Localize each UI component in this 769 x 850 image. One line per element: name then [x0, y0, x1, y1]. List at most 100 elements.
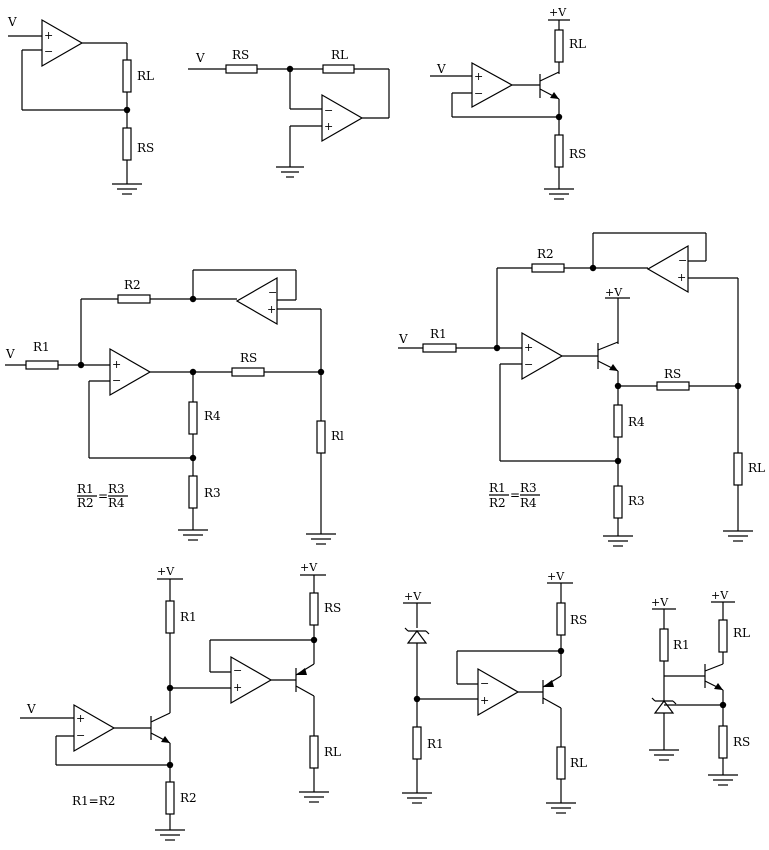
svg-text:RS: RS [232, 48, 249, 62]
svg-text:RL: RL [137, 69, 154, 83]
op-amp [477, 667, 520, 717]
ground-symbol [112, 183, 142, 195]
op-amp [41, 18, 84, 68]
op-amp [73, 703, 116, 753]
resistor-r1 [412, 726, 422, 760]
svg-text:+V: +V [651, 596, 669, 609]
svg-text:R4: R4 [520, 496, 537, 510]
svg-text:V: V [26, 702, 36, 716]
resistor-rs [718, 725, 728, 759]
npn-transistor [597, 341, 619, 372]
resistor-r4 [613, 404, 623, 438]
svg-text:R1: R1 [427, 737, 444, 751]
op-amp-buffer [235, 276, 278, 326]
svg-text:R2: R2 [180, 791, 197, 805]
resistor-r2 [165, 781, 175, 815]
svg-text:RL: RL [570, 756, 587, 770]
resistor-rs [231, 367, 265, 377]
svg-text:R3: R3 [628, 494, 645, 508]
svg-text:RS: RS [570, 613, 587, 627]
circuit-2: V RS RL − + [188, 48, 390, 178]
svg-text:=: = [98, 489, 108, 503]
resistor-rs [656, 381, 690, 391]
op-amp [521, 331, 564, 381]
svg-text:+: + [44, 29, 53, 42]
svg-text:+: + [324, 120, 333, 133]
resistor-rs [309, 592, 319, 626]
svg-text:R1: R1 [673, 638, 690, 652]
resistor-rs [225, 64, 258, 74]
resistor-rs [122, 127, 132, 161]
svg-text:+: + [76, 712, 85, 725]
resistor-r1 [659, 628, 669, 662]
svg-text:R2: R2 [77, 496, 94, 510]
svg-text:−: − [480, 677, 489, 690]
svg-text:+: + [267, 303, 276, 316]
pnp-transistor [542, 675, 562, 709]
svg-text:R3: R3 [108, 482, 125, 496]
svg-text:RL: RL [733, 626, 750, 640]
circuit-7: +V R1 +V RS − + [402, 570, 587, 814]
op-amp [321, 93, 364, 143]
svg-text:RS: RS [664, 367, 681, 381]
resistor-r4 [188, 401, 198, 435]
svg-text:+V: +V [157, 565, 175, 578]
resistor-r1 [422, 343, 457, 353]
svg-text:+V: +V [605, 286, 623, 299]
circuit-3: +V RL V + − RS [430, 6, 586, 200]
resistor-r2 [531, 263, 565, 273]
ground-symbol [649, 749, 679, 761]
ground-symbol [276, 166, 304, 178]
svg-text:+: + [524, 341, 533, 354]
resistor-rl [556, 746, 566, 780]
svg-text:+: + [480, 694, 489, 707]
svg-text:+: + [677, 271, 686, 284]
resistor-rl [554, 29, 564, 63]
svg-text:−: − [76, 729, 85, 742]
junction-node [734, 382, 742, 390]
svg-text:+V: +V [300, 561, 318, 574]
svg-text:RS: RS [324, 601, 341, 615]
svg-text:R2: R2 [537, 247, 554, 261]
zener-diode [404, 627, 430, 644]
svg-text:+: + [233, 681, 242, 694]
resistor-r1 [25, 360, 59, 370]
resistor-rl [322, 64, 355, 74]
npn-transistor [704, 663, 724, 691]
svg-text:RL: RL [331, 48, 348, 62]
svg-text:R4: R4 [628, 415, 645, 429]
svg-text:RL: RL [324, 745, 341, 759]
svg-text:R4: R4 [204, 409, 221, 423]
op-amp [471, 61, 514, 109]
junction-node [317, 368, 325, 376]
circuit-8: +V R1 +V RL [649, 589, 750, 786]
ground-symbol [603, 535, 633, 547]
svg-text:R2: R2 [124, 278, 141, 292]
svg-text:−: − [678, 254, 687, 267]
resistor-rs [554, 134, 564, 168]
svg-text:R1: R1 [489, 481, 506, 495]
circuit-5: V R1 R2 − + + − +V [398, 232, 765, 547]
resistor-r1 [165, 600, 175, 634]
npn-transistor [150, 712, 171, 744]
op-amp-buffer [646, 244, 689, 294]
svg-text:R3: R3 [520, 481, 537, 495]
svg-text:+V: +V [549, 6, 567, 19]
svg-text:−: − [268, 286, 277, 299]
svg-text:R1: R1 [33, 340, 50, 354]
svg-text:R4: R4 [108, 496, 125, 510]
svg-text:RL: RL [569, 37, 586, 51]
svg-text:+V: +V [404, 590, 422, 603]
resistor-r3 [188, 475, 198, 509]
ground-symbol [544, 188, 574, 200]
op-amp [109, 347, 152, 397]
input-label: V [7, 15, 17, 29]
svg-text:+V: +V [547, 570, 565, 583]
svg-text:+: + [112, 358, 121, 371]
ground-symbol [402, 792, 432, 804]
resistor-rl [718, 619, 728, 653]
pnp-transistor [295, 663, 315, 697]
svg-text:=: = [510, 488, 520, 502]
resistor-ratio-equation: R1 R2 = R3 R4 [77, 482, 128, 510]
